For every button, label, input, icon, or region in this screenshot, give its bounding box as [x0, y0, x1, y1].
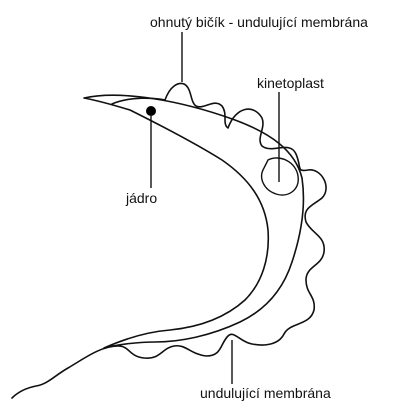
cell-body-outline: [84, 95, 303, 348]
label-nucleus: jádro: [126, 191, 157, 205]
label-bent-flagellum: ohnutý bičík - undulující membrána: [150, 15, 368, 29]
label-undulating-membrane: undulující membrána: [200, 386, 331, 400]
nucleus-dot: [146, 106, 156, 116]
label-kinetoplast: kinetoplast: [257, 76, 324, 90]
kinetoplast-loop: [262, 158, 299, 195]
